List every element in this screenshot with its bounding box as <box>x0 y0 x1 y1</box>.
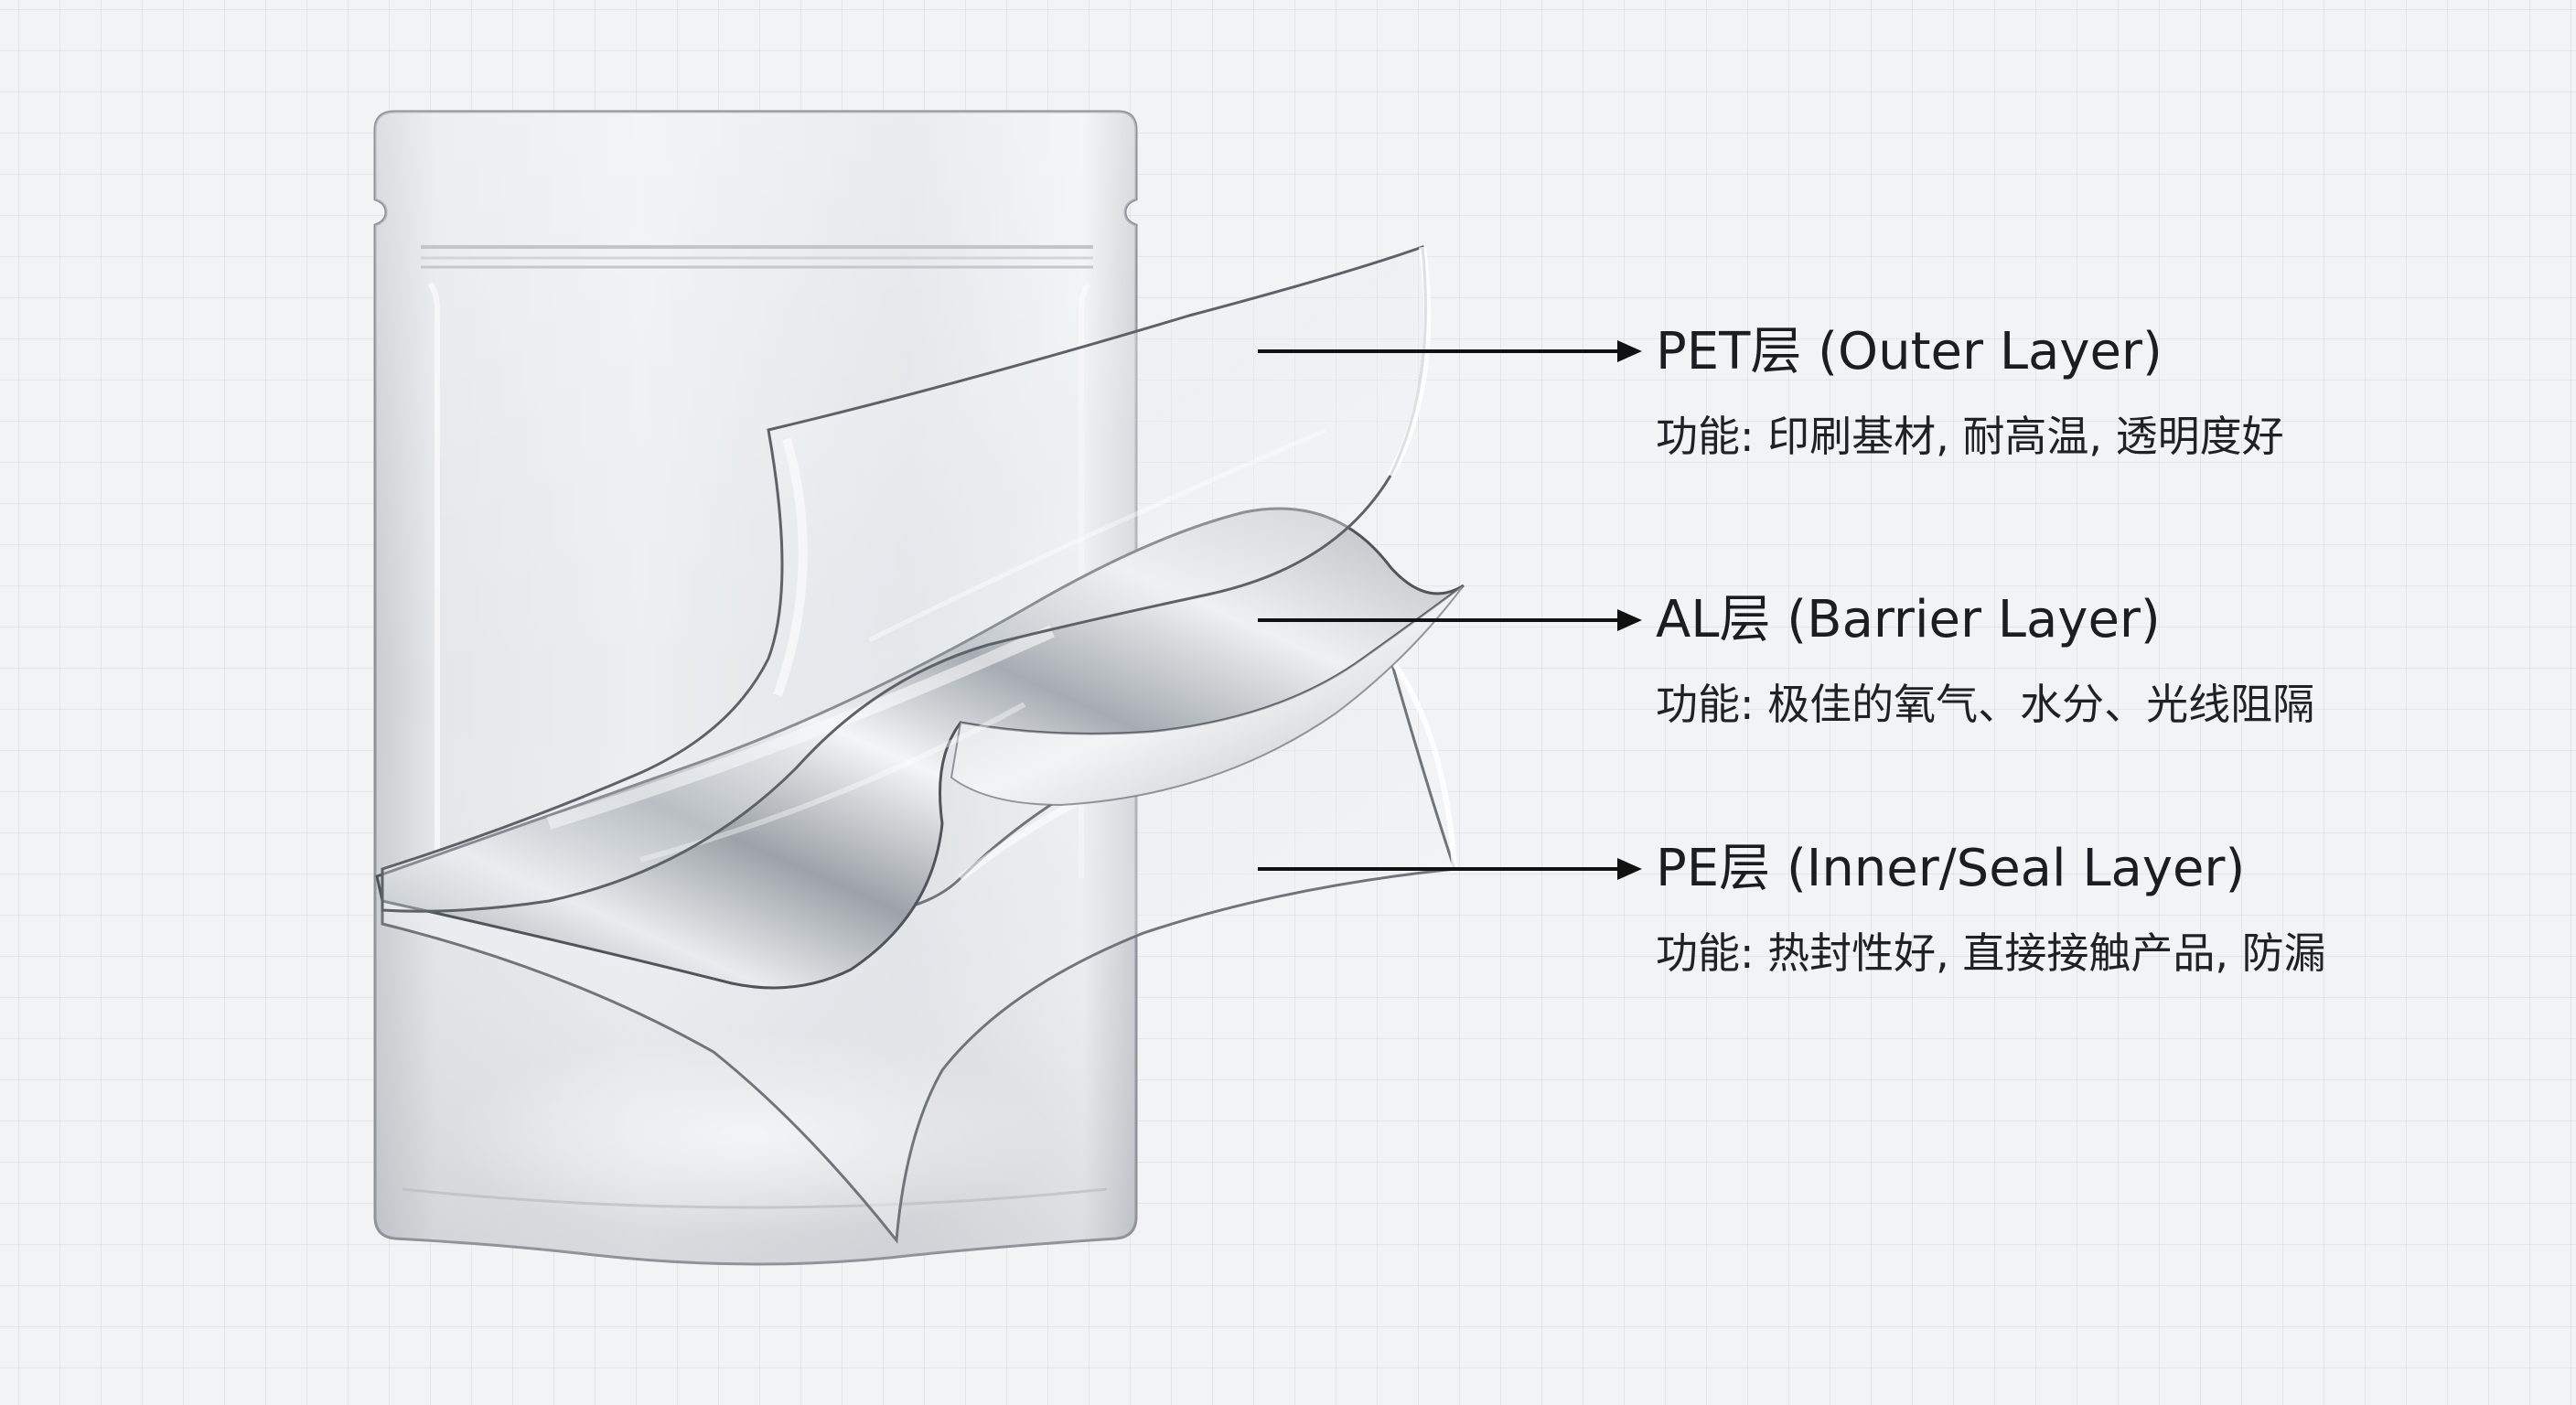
pet-arrow <box>1258 340 1642 362</box>
al-layer-title: AL层 (Barrier Layer) <box>1656 590 2161 649</box>
al-layer-function: 功能: 极佳的氧气、水分、光线阻隔 <box>1656 680 2315 729</box>
pe-arrow <box>1258 858 1642 880</box>
al-arrow <box>1258 609 1642 631</box>
pe-layer-label: PE层 (Inner/Seal Layer) 功能: 热封性好, 直接接触产品,… <box>1656 837 2326 981</box>
pet-layer-label: PET层 (Outer Layer) 功能: 印刷基材, 耐高温, 透明度好 <box>1656 320 2284 465</box>
pet-layer-function: 功能: 印刷基材, 耐高温, 透明度好 <box>1656 412 2284 461</box>
pet-layer-title: PET层 (Outer Layer) <box>1656 322 2163 381</box>
pe-layer-title: PE层 (Inner/Seal Layer) <box>1656 839 2246 898</box>
pet-layer-film <box>381 244 1432 913</box>
al-layer-label: AL层 (Barrier Layer) 功能: 极佳的氧气、水分、光线阻隔 <box>1656 588 2314 733</box>
pe-layer-function: 功能: 热封性好, 直接接触产品, 防漏 <box>1656 928 2326 978</box>
